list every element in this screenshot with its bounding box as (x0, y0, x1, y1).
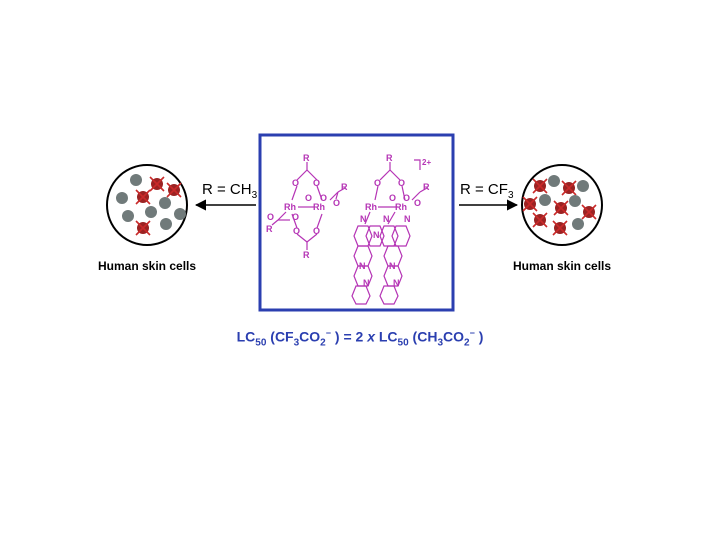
atom-r-bottom: R (303, 250, 310, 260)
formula-sub: 50 (255, 337, 267, 349)
left-live-cell (159, 197, 171, 209)
formula-part: ) (474, 328, 484, 345)
formula-part: LC (374, 328, 398, 345)
right-live-cell (548, 175, 560, 187)
left-r-text: R = CH (202, 181, 252, 198)
formula-sup: − (325, 328, 331, 338)
atom-o-5: O (333, 198, 340, 208)
left-dead-cell-cross (135, 220, 151, 236)
atom-r-top-left: R (303, 153, 310, 163)
formula-sub: 2 (464, 337, 470, 349)
left-r-subscript: 3 (251, 190, 258, 201)
right-dead-cell-cross (532, 178, 548, 194)
formula-part: CO (299, 328, 321, 345)
atom-n-8: N (393, 278, 400, 288)
atom-o-4: O (320, 193, 327, 203)
right-caption: Human skin cells (513, 259, 612, 273)
cationic-rh2-dppz-complex (374, 159, 428, 208)
atom-r-right: R (341, 182, 348, 192)
formula-part: LC (236, 328, 256, 345)
atom-n-5: N (359, 261, 366, 271)
atom-r-left: R (266, 224, 273, 234)
atom-o-7: O (292, 212, 299, 222)
atom-o-2: O (313, 178, 320, 188)
left-dead-cell-cross (166, 182, 182, 198)
rhodium-complex-structures: R O O O O R O Rh Rh O O R O O R R 2+ O O… (266, 153, 431, 305)
atom-o-10: O (374, 178, 381, 188)
atom-o-12: O (389, 193, 396, 203)
right-cell-dish (521, 164, 603, 246)
left-caption: Human skin cells (98, 259, 197, 273)
atom-n-1: N (360, 214, 367, 224)
atom-o-6: O (267, 212, 274, 222)
right-dead-cell-cross (552, 220, 568, 236)
formula-part: (CH (408, 328, 438, 345)
right-dead-cell-cross (532, 212, 548, 228)
formula-sup: − (469, 328, 475, 338)
right-r-text: R = CF (460, 181, 508, 198)
atom-o-1: O (292, 178, 299, 188)
atom-n-4: N (373, 230, 380, 240)
atom-rh-3: Rh (365, 202, 377, 212)
atom-n-6: N (389, 261, 396, 271)
right-r-label: R = CF3 (460, 181, 514, 201)
atom-n-3: N (404, 214, 411, 224)
right-r-subscript: 3 (507, 190, 514, 201)
formula-italic: x (367, 328, 375, 345)
formula-sub: 50 (397, 337, 409, 349)
left-dead-cell-cross (149, 176, 165, 192)
atom-rh-4: Rh (395, 202, 407, 212)
atom-r-top-right: R (386, 153, 393, 163)
atom-o-11: O (398, 178, 405, 188)
lc50-formula: LC50 (CF3CO2− ) = 2 x LC50 (CH3CO2− ) (0, 328, 720, 348)
left-live-cell (130, 174, 142, 186)
formula-part: CO (443, 328, 465, 345)
right-dead-cell-cross (522, 196, 538, 212)
right-live-cell (577, 180, 589, 192)
atom-rh-2: Rh (313, 202, 325, 212)
formula-sub: 2 (320, 337, 326, 349)
right-dead-cell-cross (561, 180, 577, 196)
left-cell-dish (106, 164, 188, 246)
formula-sub: 3 (293, 337, 300, 349)
atom-o-14: O (414, 198, 421, 208)
right-dead-cell-cross (581, 204, 597, 220)
neutral-rh2-complex (271, 162, 346, 250)
left-cell-group (116, 174, 186, 236)
atom-o-9: O (313, 226, 320, 236)
right-dead-cell-cross (553, 200, 569, 216)
dppz-ligand-right (379, 225, 411, 305)
formula-part: (CF (266, 328, 294, 345)
charge-label: 2+ (422, 158, 431, 167)
atom-n-7: N (363, 278, 370, 288)
left-r-label: R = CH3 (202, 181, 257, 201)
atom-rh-1: Rh (284, 202, 296, 212)
atom-o-3: O (305, 193, 312, 203)
left-dead-cell-cross (135, 189, 151, 205)
formula-sub: 3 (437, 337, 444, 349)
atom-o-8: O (293, 226, 300, 236)
dppz-ligand-left (351, 211, 396, 305)
formula-part: ) = 2 (331, 328, 368, 345)
left-live-cell (122, 210, 134, 222)
right-live-cell (569, 195, 581, 207)
atom-o-13: O (403, 193, 410, 203)
left-live-cell (160, 218, 172, 230)
right-cell-group (522, 175, 597, 236)
atom-n-2: N (383, 214, 390, 224)
right-live-cell (572, 218, 584, 230)
atom-r-right-2: R (423, 182, 430, 192)
right-live-cell (539, 194, 551, 206)
left-live-cell (145, 206, 157, 218)
left-live-cell (116, 192, 128, 204)
left-live-cell (174, 208, 186, 220)
